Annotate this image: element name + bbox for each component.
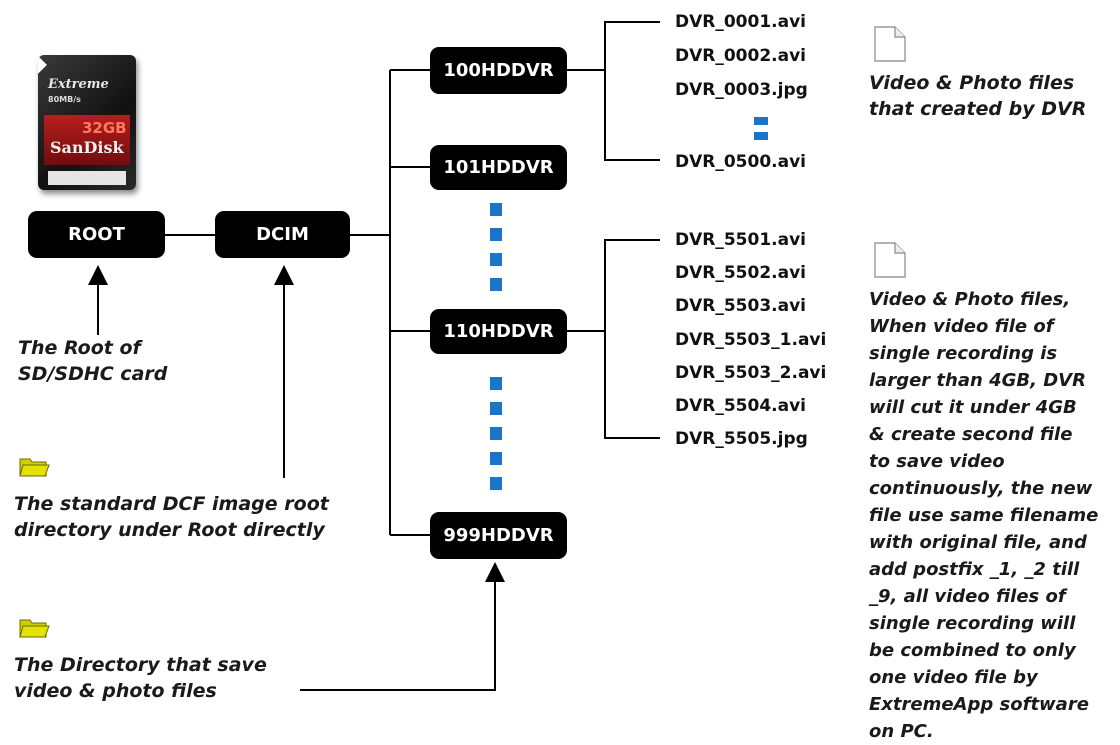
folder-icon [19, 619, 50, 638]
dot [490, 278, 502, 291]
file-item: DVR_0001.avi [675, 12, 807, 32]
sd-card-brand: Extreme [48, 77, 109, 92]
dot [490, 477, 502, 490]
dir-arrow [300, 562, 505, 691]
folder-110hddvr: 110HDDVR [430, 309, 567, 354]
dot [490, 253, 502, 266]
document-icon [874, 242, 906, 278]
file-item: DVR_5501.avi [675, 230, 807, 250]
dcim-note: The standard DCF image root directory un… [14, 493, 329, 541]
file-item: DVR_5505.jpg [675, 429, 808, 449]
sd-card-capacity: 32GB [82, 119, 127, 137]
dot [490, 427, 502, 440]
file-item: DVR_0003.jpg [675, 80, 808, 100]
file-item: DVR_5503_1.avi [675, 330, 827, 350]
file-bracket-1 [604, 21, 660, 161]
dot [754, 132, 768, 140]
root-note: The Root of SD/SDHC card [18, 337, 168, 385]
file-bracket-2 [604, 239, 660, 439]
document-icon [874, 26, 906, 62]
root-node: ROOT [28, 211, 165, 258]
file-item: DVR_0500.avi [675, 152, 807, 172]
group1-note: Video & Photo files that created by DVR [869, 72, 1087, 120]
dot [490, 228, 502, 241]
sd-card-maker: SanDisk [50, 138, 124, 157]
dcim-node: DCIM [215, 211, 350, 258]
file-item: DVR_5504.avi [675, 396, 807, 416]
folder-icon [19, 458, 50, 477]
sd-card-speed: 80MB/s [48, 95, 81, 104]
dot [490, 452, 502, 465]
file-item: DVR_5503_2.avi [675, 363, 827, 383]
directory-note: The Directory that save video & photo fi… [14, 654, 267, 702]
dot [490, 377, 502, 390]
file-item: DVR_5503.avi [675, 296, 807, 316]
file-item: DVR_5502.avi [675, 263, 807, 283]
sd-card-image: Extreme 80MB/s 32GB SanDisk [38, 55, 136, 190]
dot [490, 402, 502, 415]
group2-note: Video & Photo files, When video file of … [869, 289, 1099, 742]
file-item: DVR_0002.avi [675, 46, 807, 66]
folder-100hddvr: 100HDDVR [430, 47, 567, 94]
folder-101hddvr: 101HDDVR [430, 145, 567, 190]
dot [490, 203, 502, 216]
dot [754, 117, 768, 125]
folder-999hddvr: 999HDDVR [430, 512, 567, 559]
